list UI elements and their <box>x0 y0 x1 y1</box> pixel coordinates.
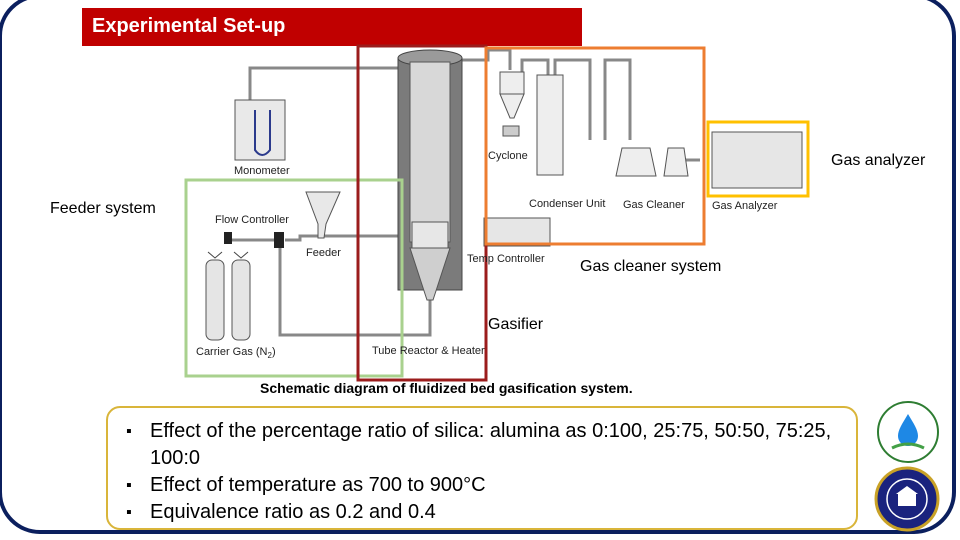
reactor-unit <box>397 49 463 301</box>
manometer-box <box>234 99 286 161</box>
label-gas-cleaner-system: Gas cleaner system <box>580 258 722 275</box>
cylinder-valve-1 <box>207 251 223 259</box>
gas-cleaner-system-box <box>484 46 706 246</box>
bullet-item: ▪ Equivalence ratio as 0.2 and 0.4 <box>126 499 846 526</box>
pipes <box>228 48 700 337</box>
label-cyclone: Cyclone <box>488 150 528 162</box>
square-bullet-icon: ▪ <box>126 477 132 494</box>
diagram-caption: Schematic diagram of fluidized bed gasif… <box>260 380 633 396</box>
gas-analyzer-device <box>711 131 803 189</box>
feeder-system-box <box>184 178 404 378</box>
manometer-unit <box>234 99 286 161</box>
title-bar <box>82 8 582 46</box>
label-flow-controller: Flow Controller <box>215 214 289 226</box>
pipe-monometer-reactor <box>248 66 398 102</box>
cyclone-collector <box>502 125 520 137</box>
flow-valve-2 <box>274 232 284 248</box>
carrier-gas-cylinders <box>205 251 251 341</box>
manometer-tube <box>254 110 271 156</box>
pipe-reactor-cyclone <box>462 48 512 70</box>
pipe-cleaner-cleaner <box>603 58 632 140</box>
square-bullet-icon: ▪ <box>126 423 132 440</box>
label-feeder: Feeder <box>306 247 341 259</box>
label-carrier-gas: Carrier Gas (N2) <box>196 346 276 360</box>
carrier-gas-text: Carrier Gas (N <box>196 346 268 358</box>
label-gas-analyzer: Gas analyzer <box>831 152 926 169</box>
temp-controller-device <box>483 217 551 247</box>
gasification-diagram <box>184 44 810 382</box>
reactor-inner <box>409 61 451 243</box>
cylinder-1 <box>205 259 225 341</box>
label-feeder-system: Feeder system <box>50 200 156 217</box>
bullet-text: Equivalence ratio as 0.2 and 0.4 <box>150 501 436 523</box>
reactor-bed <box>411 221 449 249</box>
label-temp-controller: Temp Controller <box>467 253 545 265</box>
pipe-feeder-reactor <box>285 234 398 242</box>
bullet-text: Effect of temperature as 700 to 900°C <box>150 474 486 496</box>
label-tube-reactor: Tube Reactor & Heater <box>372 345 485 357</box>
condenser-column <box>536 74 564 176</box>
gas-cleaner-1 <box>615 147 657 177</box>
bullet-box <box>106 406 858 530</box>
gas-analyzer-box <box>706 120 810 198</box>
cylinder-2 <box>231 259 251 341</box>
slide-title: Experimental Set-up <box>92 15 286 37</box>
bullet-list: ▪ Effect of the percentage ratio of silic… <box>126 418 846 526</box>
cyclone-unit <box>499 71 525 137</box>
carrier-gas-subscript: 2 <box>267 351 272 361</box>
cyclone-cone <box>499 93 525 119</box>
bullet-item: ▪ Effect of temperature as 700 to 900°C <box>126 472 846 499</box>
pipe-cyclone-condenser <box>520 58 550 82</box>
cyclone-body <box>499 71 525 95</box>
label-monometer: Monometer <box>234 165 290 177</box>
conference-logo-icon <box>877 401 939 463</box>
flow-valve-1 <box>224 232 232 244</box>
gas-cleaner-2 <box>663 147 689 177</box>
bullet-text: Effect of the percentage ratio of silica… <box>150 420 832 469</box>
cylinder-valve-2 <box>233 251 249 259</box>
feeder-hopper <box>305 191 341 239</box>
bullet-item: ▪ Effect of the percentage ratio of silic… <box>126 418 846 472</box>
label-gasifier: Gasifier <box>488 316 544 333</box>
university-seal-icon <box>874 466 940 532</box>
square-bullet-icon: ▪ <box>126 504 132 521</box>
label-gas-cleaner: Gas Cleaner <box>623 199 685 211</box>
label-gas-analyzer-small: Gas Analyzer <box>712 200 778 212</box>
label-condenser-unit: Condenser Unit <box>529 198 606 210</box>
pipe-condenser-cleaner <box>553 58 592 140</box>
carrier-gas-close: ) <box>271 346 276 358</box>
pipe-return <box>278 248 432 337</box>
reactor-cone <box>409 247 451 301</box>
